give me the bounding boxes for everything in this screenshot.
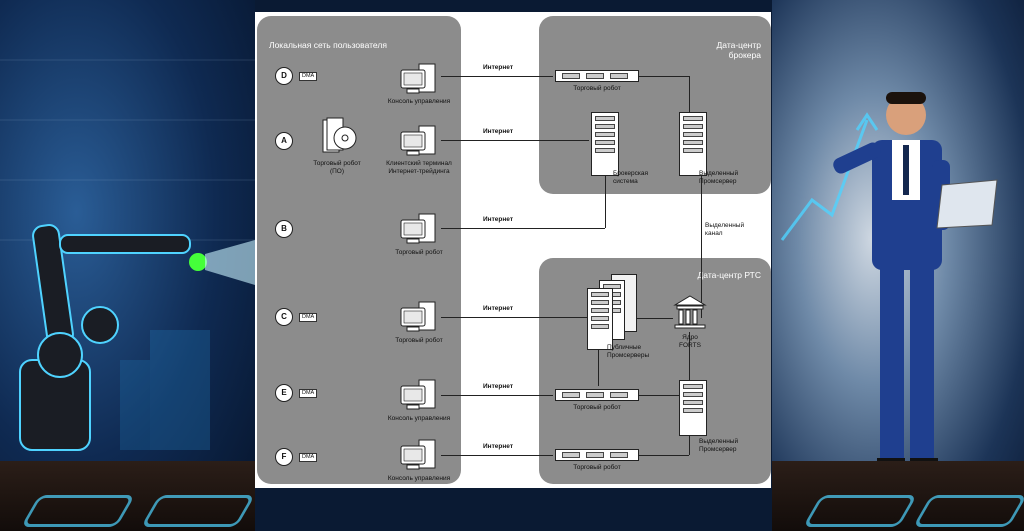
dedicated-channel-line1: Выделенный: [705, 222, 745, 229]
internet-label: Интернет: [483, 128, 514, 135]
broker-datacenter-zone: [539, 16, 771, 194]
link-robot-dedicated-v: [689, 76, 690, 116]
console-label: Консоль управления: [387, 415, 451, 422]
rts-datacenter-title: Дата-центр РТС: [697, 270, 761, 280]
dedicated-channel-line2: канал: [705, 229, 723, 237]
console-label: Консоль управления: [387, 475, 451, 482]
dma-badge: DMA: [299, 389, 318, 398]
link-b-vertical: [605, 176, 606, 228]
trading-robot-software-label: Торговый робот (ПО): [307, 160, 367, 175]
left-background-image: [0, 0, 255, 531]
trading-robot-label: Торговый робот: [573, 464, 621, 471]
link-b: [441, 228, 605, 229]
link-public-robot: [598, 350, 599, 386]
dedicated-server-line2: Промсервер: [699, 177, 737, 185]
computer-icon: [400, 125, 436, 156]
link-d: [441, 76, 553, 77]
internet-label: Интернет: [483, 443, 514, 450]
node-b: B: [275, 220, 293, 238]
trading-robot-server-icon: [555, 389, 639, 401]
trading-robot-server-icon: [555, 70, 639, 82]
dedicated-channel-line: [701, 176, 702, 318]
node-e: E: [275, 384, 293, 402]
broker-system-label: Брокерская система: [613, 170, 648, 185]
trading-robot-label: Торговый робот: [395, 337, 443, 344]
internet-label: Интернет: [483, 216, 514, 223]
trading-robot-label: Торговый робот: [573, 404, 621, 411]
dedicated-server-line1: Выделенный: [699, 170, 739, 177]
public-servers-line1: Публичные: [607, 344, 642, 351]
trading-robot-software-line1: Торговый робот: [313, 160, 361, 167]
core-forts-line2: FORTS: [679, 341, 701, 349]
node-d: D: [275, 67, 293, 85]
link-robot3-vertical: [689, 434, 690, 455]
link-core-dedicated2: [689, 332, 690, 380]
broker-datacenter-title-text: Дата-центр брокера: [716, 40, 761, 60]
dedicated-server-icon: [679, 112, 707, 176]
link-public-core: [635, 318, 673, 319]
dedicated-channel-label: Выделенный канал: [705, 222, 744, 237]
link-f: [441, 455, 553, 456]
dedicated-server-line2: Промсервер: [699, 445, 737, 453]
broker-system-line1: Брокерская: [613, 170, 649, 177]
broker-system-line2: система: [613, 177, 638, 185]
broker-datacenter-title: Дата-центр брокера: [697, 40, 761, 60]
node-a: A: [275, 132, 293, 150]
internet-label: Интернет: [483, 305, 514, 312]
rts-datacenter-zone: [539, 258, 771, 484]
dedicated-server-icon: [679, 380, 707, 436]
computer-icon: [400, 379, 436, 410]
trading-robot-software-line2: (ПО): [329, 167, 345, 175]
right-background-image: [772, 0, 1024, 531]
businessman-illustration: [780, 92, 998, 468]
robot-arm-illustration: [0, 59, 255, 451]
computer-icon: [400, 301, 436, 332]
node-f: F: [275, 448, 293, 466]
core-forts-label: Ядро FORTS: [673, 334, 707, 349]
link-c: [441, 317, 589, 318]
trading-robot-label: Торговый робот: [573, 85, 621, 92]
broker-system-server-icon: [591, 112, 619, 176]
dma-badge: DMA: [299, 313, 318, 322]
dedicated-server-label: Выделенный Промсервер: [699, 170, 738, 185]
public-servers-line2: Промсерверы: [607, 351, 650, 359]
link-e: [441, 395, 553, 396]
link-robot2-dedicated2: [637, 395, 689, 396]
client-terminal-line2: Интернет-трейдинга: [388, 167, 450, 175]
public-server-icon: [587, 288, 613, 350]
trading-robot-label: Торговый робот: [395, 249, 443, 256]
rts-datacenter-title-text: Дата-центр РТС: [697, 270, 761, 280]
internet-label: Интернет: [483, 383, 514, 390]
core-forts-line1: Ядро: [682, 334, 698, 341]
network-diagram: Локальная сеть пользователя Дата-центр б…: [255, 12, 771, 488]
dedicated-server-label: Выделенный Промсервер: [699, 438, 738, 453]
dedicated-server-line1: Выделенный: [699, 438, 739, 445]
link-robot-dedicated: [637, 76, 689, 77]
console-label: Консоль управления: [387, 98, 451, 105]
link-robot3-dedicated2: [637, 455, 689, 456]
software-disc-icon: [322, 117, 357, 153]
exchange-core-icon: [673, 295, 707, 329]
trading-robot-server-icon: [555, 449, 639, 461]
local-network-title: Локальная сеть пользователя: [269, 40, 387, 50]
computer-icon: [400, 63, 436, 94]
internet-label: Интернет: [483, 64, 514, 71]
client-terminal-line1: Клиентский терминал: [386, 160, 452, 167]
dma-badge: DMA: [299, 453, 318, 462]
public-servers-label: Публичные Промсерверы: [607, 344, 649, 359]
dma-badge: DMA: [299, 72, 318, 81]
computer-icon: [400, 439, 436, 470]
client-terminal-label: Клиентский терминал Интернет-трейдинга: [377, 160, 461, 175]
computer-icon: [400, 213, 436, 244]
node-c: C: [275, 308, 293, 326]
link-a: [441, 140, 589, 141]
